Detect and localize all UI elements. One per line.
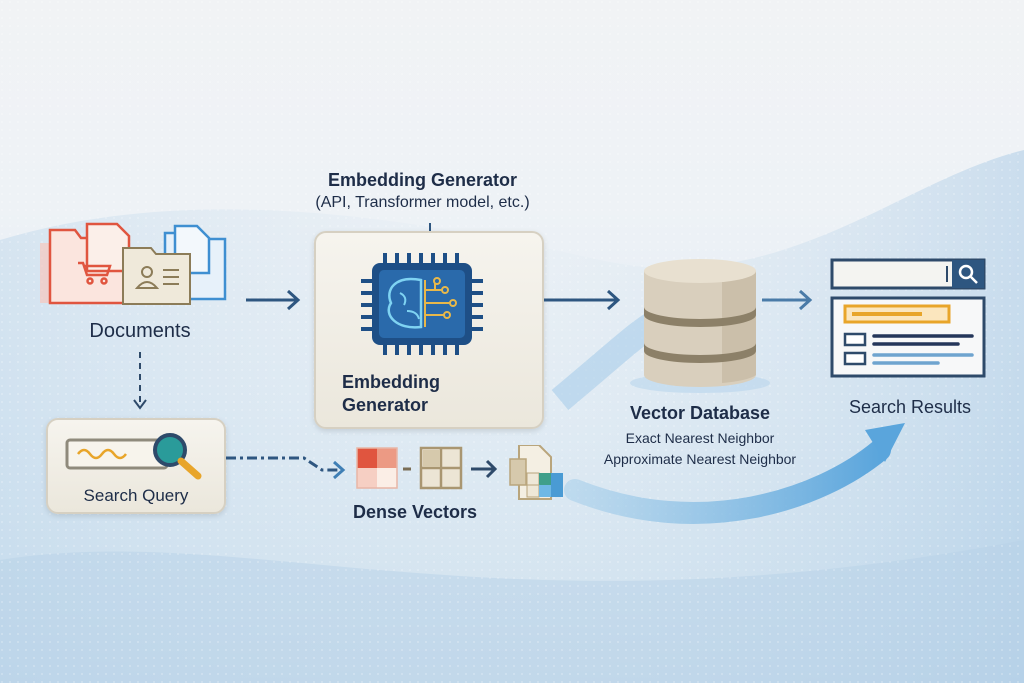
search-query-icon [65, 433, 202, 480]
vector-database-title: Vector Database [629, 403, 771, 423]
embedding-card-label-1: Embedding [342, 372, 440, 392]
search-icon [958, 264, 974, 280]
documents-icon [40, 222, 227, 305]
ai-chip-icon [361, 253, 483, 355]
embedding-card-label-2: Generator [342, 395, 429, 415]
search-results-icon [830, 258, 986, 378]
arrow-db-to-results [762, 289, 813, 311]
search-query-label: Search Query [83, 486, 189, 505]
embedding-generator-subtitle: (API, Transformer model, etc.) [315, 194, 530, 211]
cart-icon [78, 261, 112, 285]
contact-icon [134, 266, 179, 289]
swoosh-arrowhead [865, 423, 905, 462]
exact-nn-label: Exact Nearest Neighbor [625, 430, 775, 446]
arrow-docs-to-query [133, 352, 147, 410]
database-icon [630, 259, 770, 393]
search-results-label: Search Results [848, 397, 972, 417]
brain-icon [387, 277, 423, 329]
approx-nn-label: Approximate Nearest Neighbor [603, 451, 797, 467]
embedding-generator-title: Embedding Generator [327, 170, 518, 190]
arrow-embedding-to-db [544, 289, 621, 311]
dense-vectors-label: Dense Vectors [352, 502, 478, 522]
documents-label: Documents [89, 320, 191, 342]
arrow-query-to-vectors [226, 456, 346, 480]
circuit-icon [424, 277, 457, 327]
swoosh-arrow [564, 439, 891, 524]
arrow-docs-to-embedding [246, 289, 301, 311]
magnifier-icon [153, 433, 187, 467]
dense-vectors-icon [356, 445, 563, 500]
